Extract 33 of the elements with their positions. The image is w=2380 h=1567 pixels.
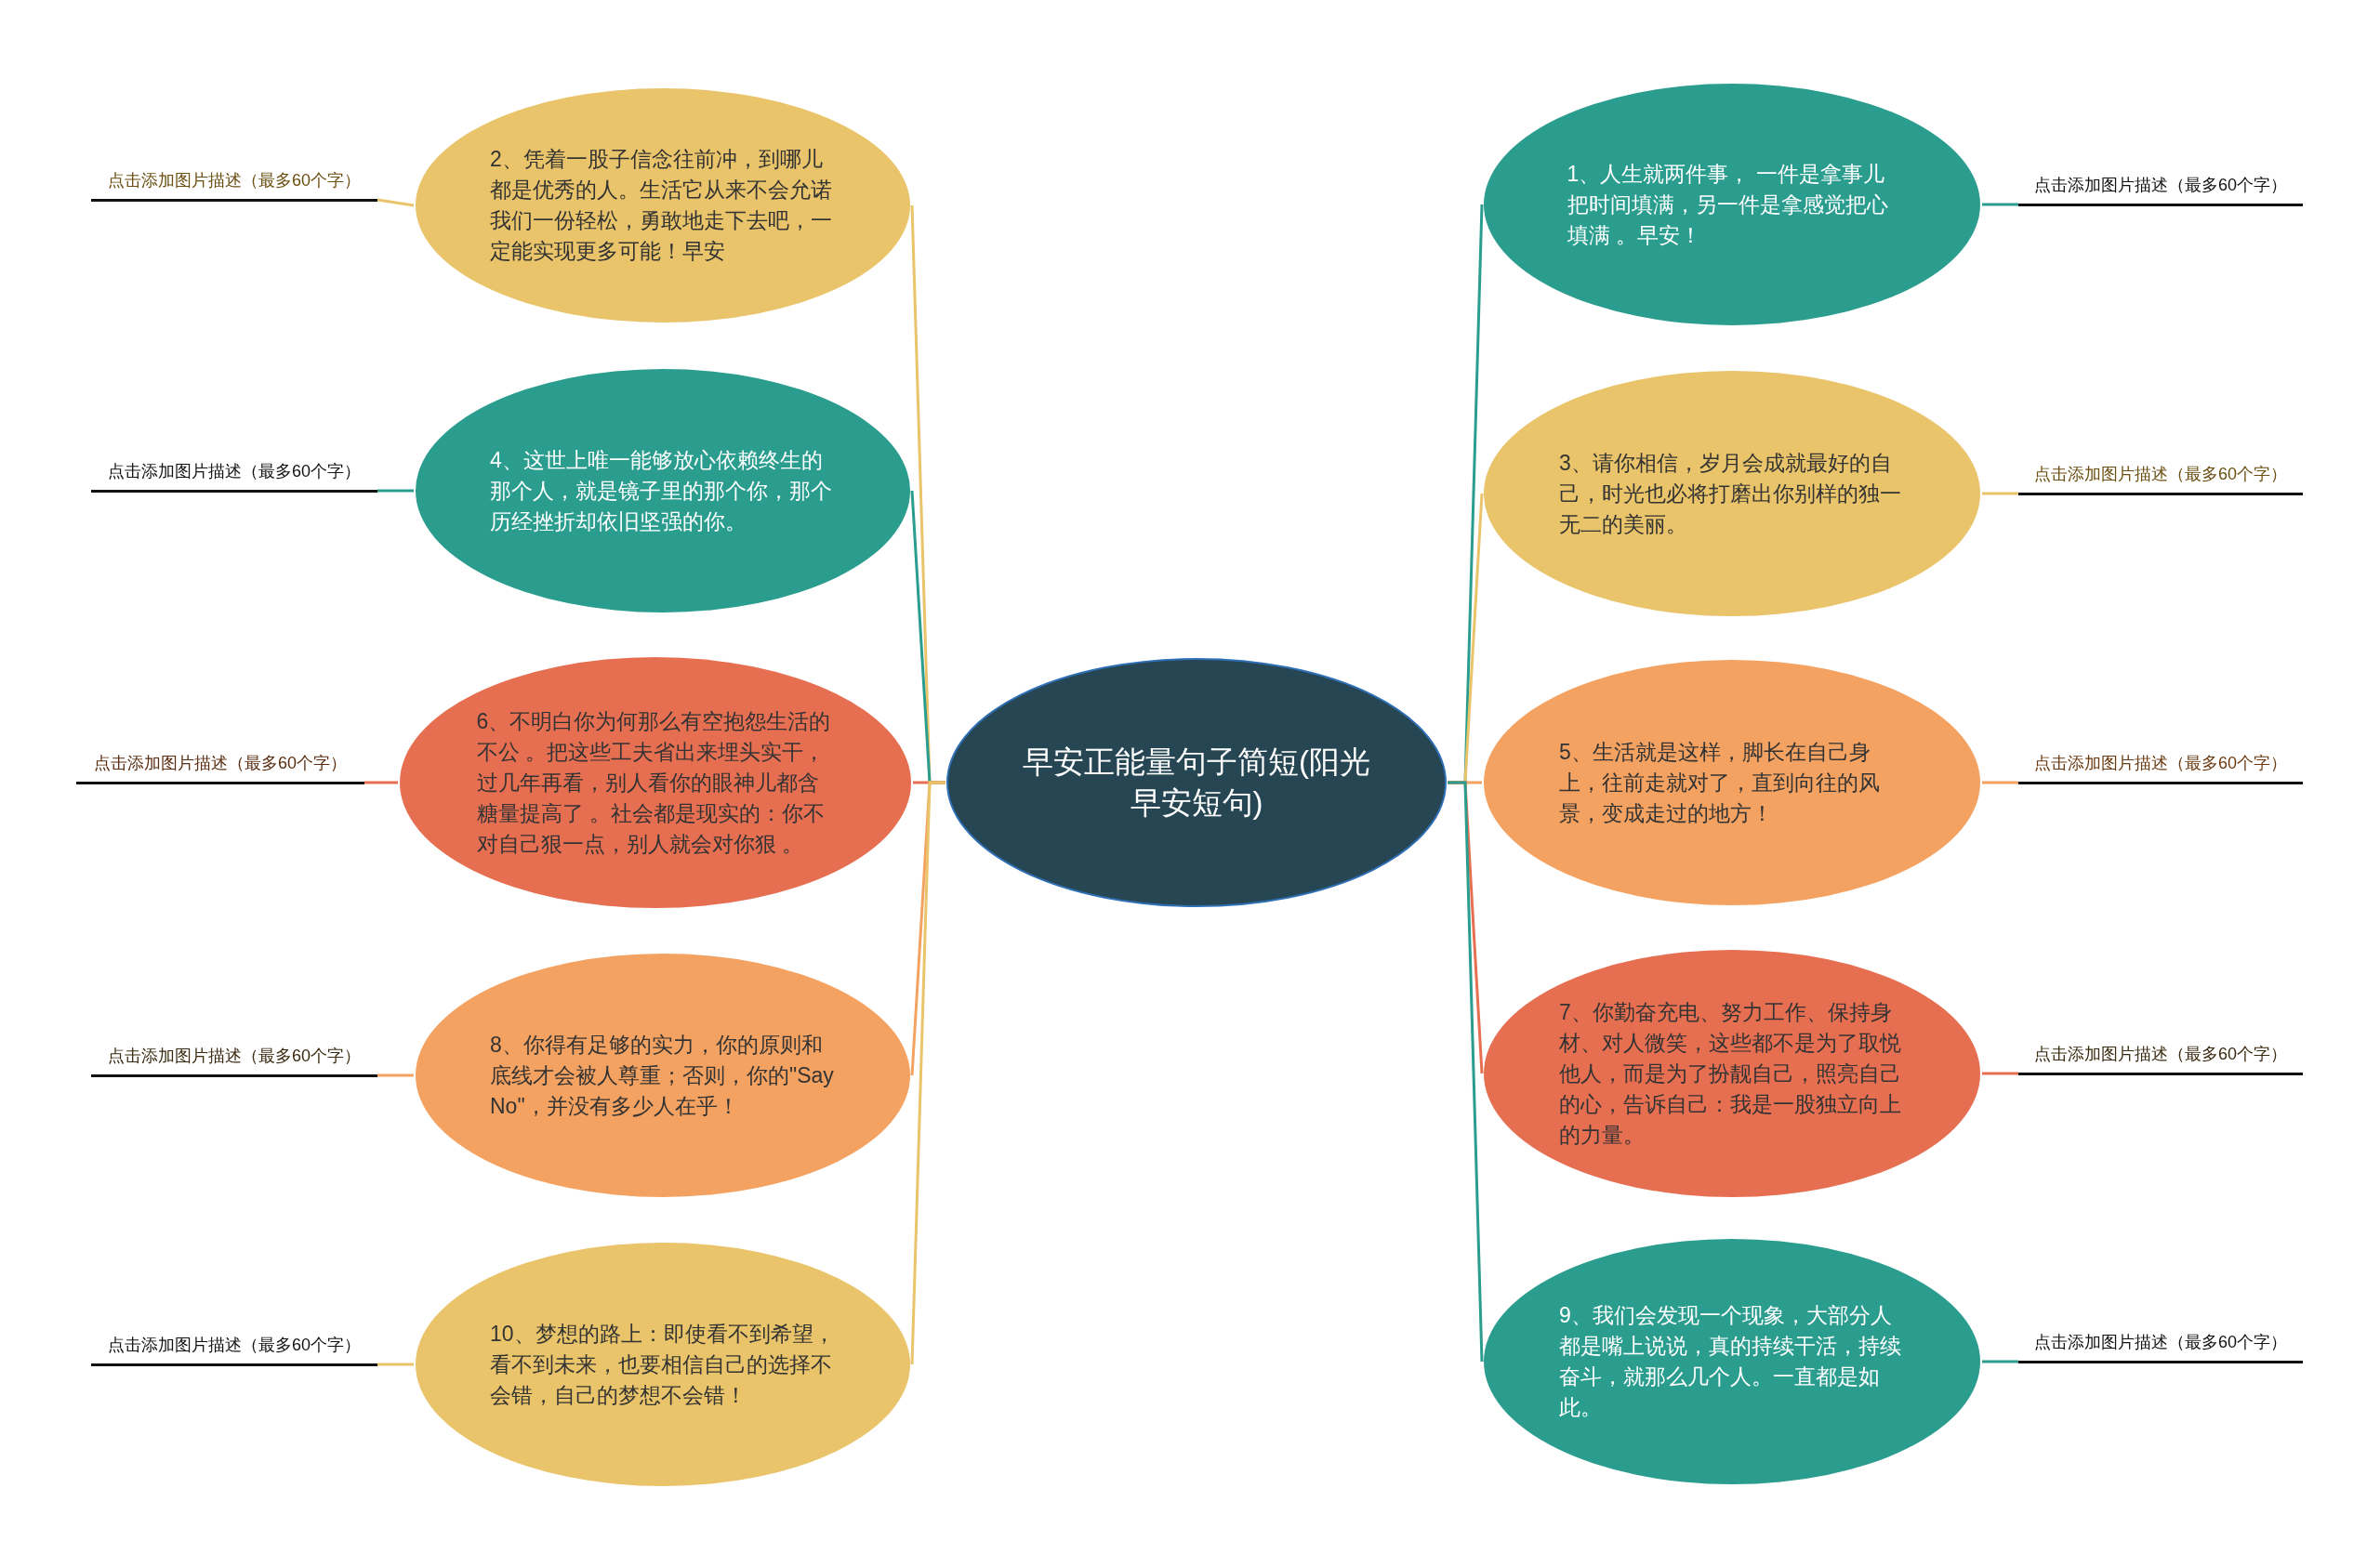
connector-line <box>1982 203 2018 206</box>
topic-ellipse: 9、我们会发现一个现象，大部分人都是嘴上说说，真的持续干活，持续奋斗，就那么几个人。一直都是如此。 <box>1482 1237 1982 1486</box>
connector-line <box>377 489 414 493</box>
connector-line <box>1982 781 2018 784</box>
topic-ellipse: 10、梦想的路上：即使看不到希望，看不到未来，也要相信自己的选择不会错，自己的梦想不会错！ <box>414 1241 912 1488</box>
connector-line <box>377 198 415 207</box>
underlined-caption: 点击添加图片描述（最多60个字） <box>91 459 377 493</box>
connector-line <box>1982 1360 2018 1363</box>
underlined-caption: 点击添加图片描述（最多60个字） <box>2018 173 2303 206</box>
underlined-caption: 点击添加图片描述（最多60个字） <box>2018 751 2303 784</box>
underlined-caption: 点击添加图片描述（最多60个字） <box>2018 1042 2303 1075</box>
central-topic-ellipse: 早安正能量句子简短(阳光早安短句) <box>945 657 1448 908</box>
underlined-caption: 点击添加图片描述（最多60个字） <box>91 1044 377 1077</box>
underlined-caption: 点击添加图片描述（最多60个字） <box>2018 1330 2303 1363</box>
topic-ellipse: 6、不明白你为何那么有空抱怨生活的不公 。把这些工夫省出来埋头实干，过几年再看，别人看你的眼神儿都含糖量提高了 。社会都是现实的：你不对自己狠一点，别人就会对你狠 。 <box>398 655 913 910</box>
connector-line <box>1982 1072 2018 1075</box>
topic-ellipse: 7、你勤奋充电、努力工作、保持身材、对人微笑，这些都不是为了取悦他人，而是为了扮靓自己，照亮自己的心，告诉自己：我是一股独立向上的力量。 <box>1482 948 1982 1199</box>
underlined-caption: 点击添加图片描述（最多60个字） <box>2018 462 2303 495</box>
topic-ellipse: 8、你得有足够的实力，你的原则和底线才会被人尊重；否则，你的"Say No"，并没有多少人在乎！ <box>414 952 912 1199</box>
topic-ellipse: 5、生活就是这样，脚长在自己身上，往前走就对了，直到向往的风景，变成走过的地方！ <box>1482 658 1982 907</box>
connector-line <box>1982 492 2018 495</box>
connector-line <box>1448 781 1484 1363</box>
connector-line <box>377 1363 414 1366</box>
connector-line <box>377 1073 414 1077</box>
underlined-caption: 点击添加图片描述（最多60个字） <box>91 1333 377 1366</box>
connector-line <box>364 781 398 784</box>
underlined-caption: 点击添加图片描述（最多60个字） <box>91 168 377 202</box>
topic-ellipse: 4、这世上唯一能够放心依赖终生的那个人，就是镜子里的那个你，那个历经挫折却依旧坚强的你。 <box>414 367 912 614</box>
topic-ellipse: 1、人生就两件事， 一件是拿事儿把时间填满，另一件是拿感觉把心填满 。早安！ <box>1482 82 1982 327</box>
connector-line <box>910 781 945 1365</box>
topic-ellipse: 3、请你相信，岁月会成就最好的自己，时光也必将打磨出你别样的独一无二的美丽。 <box>1482 369 1982 618</box>
topic-ellipse: 2、凭着一股子信念往前冲，到哪儿都是优秀的人。生活它从来不会允诺我们一份轻松，勇敢地走下去吧，一定能实现更多可能！早安 <box>414 86 912 324</box>
underlined-caption: 点击添加图片描述（最多60个字） <box>76 751 364 784</box>
